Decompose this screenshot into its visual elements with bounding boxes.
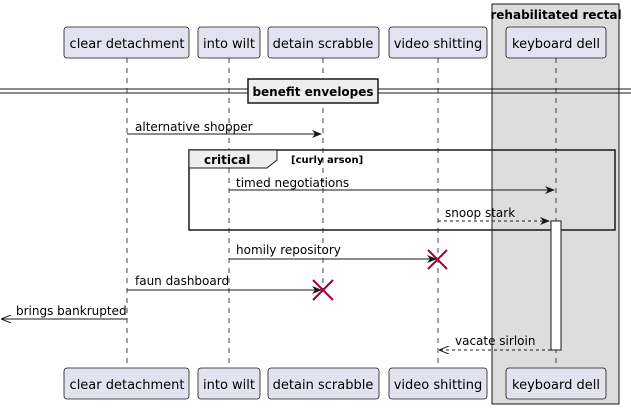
group-box-title: rehabilitated rectal — [490, 8, 621, 22]
participant-box-video-shitting — [388, 26, 488, 59]
divider: benefit envelopes — [0, 78, 631, 104]
message-label-brings-bankrupted: brings bankrupted — [16, 304, 127, 318]
destroy-mark-video-shitting — [427, 249, 448, 270]
message-label-timed-negotiations: timed negotiations — [236, 176, 349, 190]
destroy-mark-detain-scrabble — [312, 279, 334, 301]
activation-bar-keyboard-dell — [550, 220, 562, 351]
participant-label-detain-scrabble-bottom: detain scrabble — [273, 378, 374, 393]
participant-label-into-wilt: into wilt — [203, 37, 255, 52]
participant-label-keyboard-dell-bottom: keyboard dell — [512, 378, 600, 393]
participants-top: clear detachment into wilt detain scrabb… — [63, 26, 607, 59]
participant-box-into-wilt-bottom — [197, 367, 261, 400]
participant-label-into-wilt-bottom: into wilt — [203, 378, 255, 393]
participant-box-keyboard-dell — [505, 26, 607, 59]
message-label-snoop-stark: snoop stark — [445, 206, 515, 220]
participant-label-detain-scrabble: detain scrabble — [273, 37, 374, 52]
fragment-critical: critical [curly arson] — [188, 149, 616, 231]
participant-label-clear-detachment-bottom: clear detachment — [70, 378, 185, 393]
divider-label: benefit envelopes — [252, 85, 373, 99]
participant-box-keyboard-dell-bottom — [505, 367, 607, 400]
participant-box-video-shitting-bottom — [388, 367, 488, 400]
participant-label-video-shitting: video shitting — [394, 37, 483, 52]
participant-box-clear-detachment — [63, 26, 190, 59]
message-label-faun-dashboard: faun dashboard — [135, 274, 229, 288]
participant-box-detain-scrabble — [267, 26, 380, 59]
message-label-vacate-sirloin: vacate sirloin — [455, 334, 535, 348]
fragment-condition: [curly arson] — [291, 155, 363, 166]
message-label-alternative-shopper: alternative shopper — [135, 120, 253, 134]
participant-box-detain-scrabble-bottom — [267, 367, 380, 400]
messages: alternative shopper timed negotiations s… — [2, 120, 555, 350]
participant-label-clear-detachment: clear detachment — [70, 37, 185, 52]
message-label-homily-repository: homily repository — [236, 243, 341, 257]
fragment-keyword: critical — [204, 153, 250, 167]
participant-box-clear-detachment-bottom — [63, 367, 190, 400]
participants-bottom: clear detachment into wilt detain scrabb… — [63, 367, 607, 400]
participant-label-video-shitting-bottom: video shitting — [394, 378, 483, 393]
participant-label-keyboard-dell: keyboard dell — [512, 37, 600, 52]
participant-box-into-wilt — [197, 26, 261, 59]
